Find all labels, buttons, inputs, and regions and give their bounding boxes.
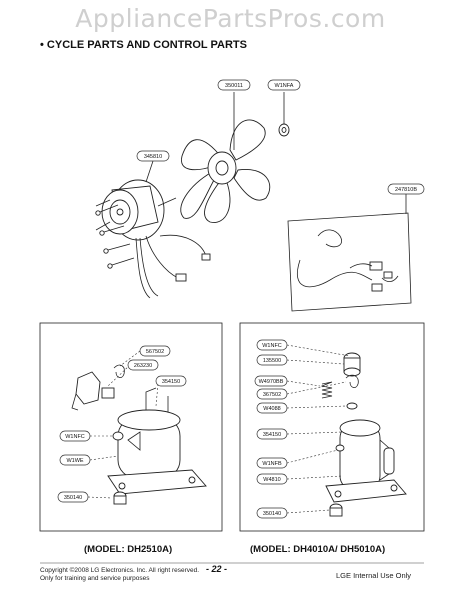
left-compressor (107, 387, 207, 495)
right-terminal-nut (335, 444, 345, 452)
left-terminal-nut (112, 431, 124, 441)
fan-motor (95, 179, 177, 241)
left-label-3: 354150 (155, 375, 187, 387)
label-harness: 247810B (387, 183, 425, 195)
right-leaders (286, 344, 351, 514)
page-number: - 22 - (206, 564, 228, 574)
svg-text:W4810: W4810 (263, 477, 280, 483)
svg-text:135500: 135500 (263, 358, 281, 364)
right-label-2: 135500 (256, 354, 288, 366)
copyright: Copyright ©2008 LG Electronics. Inc. All… (40, 567, 199, 583)
svg-text:350140: 350140 (263, 511, 281, 517)
watermark: AppliancePartsPros.com (75, 4, 386, 33)
svg-text:W4970BB: W4970BB (259, 379, 284, 385)
left-label-2: 263230 (127, 359, 159, 371)
right-clip (345, 374, 359, 388)
label-nut: W1NFA (267, 79, 301, 91)
svg-text:W1WE: W1WE (66, 458, 83, 464)
internal-use-note: LGE Internal Use Only (336, 571, 412, 580)
left-clip (113, 364, 125, 378)
right-label-5: W4088 (256, 402, 288, 414)
right-model-box (239, 322, 425, 532)
left-label-1: 567502 (139, 345, 171, 357)
right-label-8: W4810 (256, 473, 288, 485)
right-cap (343, 352, 361, 377)
nut (278, 123, 290, 137)
svg-text:350140: 350140 (64, 495, 82, 501)
leader-motor (145, 160, 154, 183)
svg-text:W1NFB: W1NFB (262, 461, 282, 467)
left-label-4: W1NFC (59, 430, 91, 442)
left-overload-relay (71, 371, 115, 411)
left-grommet (113, 491, 127, 505)
harness-box (287, 212, 412, 312)
svg-text:354150: 354150 (263, 432, 281, 438)
right-washer (346, 402, 358, 410)
left-label-6: 350140 (57, 491, 89, 503)
right-model-caption: (MODEL: DH4010A/ DH5010A) (250, 544, 386, 555)
copyright-line-2: Only for training and service purposes (40, 575, 150, 582)
right-label-1: W1NFC (256, 339, 288, 351)
svg-text:263230: 263230 (134, 363, 152, 369)
section-heading: • CYCLE PARTS AND CONTROL PARTS (40, 39, 247, 51)
svg-text:W1NFC: W1NFC (65, 434, 85, 440)
svg-text:W1NFA: W1NFA (275, 83, 294, 89)
right-label-9: 350140 (256, 507, 288, 519)
fan-blade (180, 119, 271, 223)
svg-text:345810: 345810 (144, 154, 162, 160)
svg-text:354150: 354150 (162, 379, 180, 385)
copyright-line-1: Copyright ©2008 LG Electronics. Inc. All… (40, 567, 200, 574)
svg-text:W1NFC: W1NFC (262, 343, 282, 349)
right-spring (320, 381, 333, 399)
left-leaders (87, 350, 159, 499)
right-label-4: 367502 (256, 388, 288, 400)
right-label-7: W1NFB (256, 457, 288, 469)
left-label-5: W1WE (59, 454, 91, 466)
svg-text:W4088: W4088 (263, 406, 280, 412)
label-fan-blade: 350011 (217, 79, 251, 91)
motor-screws (95, 204, 135, 269)
svg-text:367502: 367502 (263, 392, 281, 398)
motor-wires (135, 234, 211, 299)
right-grommet (329, 503, 343, 517)
right-compressor (325, 419, 407, 503)
svg-text:350011: 350011 (225, 83, 243, 89)
left-model-caption: (MODEL: DH2510A) (84, 544, 173, 555)
svg-text:567502: 567502 (146, 349, 164, 355)
left-model-box (39, 322, 223, 532)
svg-text:247810B: 247810B (395, 187, 417, 193)
right-label-6: 354150 (256, 428, 288, 440)
label-motor: 345810 (136, 150, 170, 162)
right-label-3: W4970BB (254, 375, 288, 387)
